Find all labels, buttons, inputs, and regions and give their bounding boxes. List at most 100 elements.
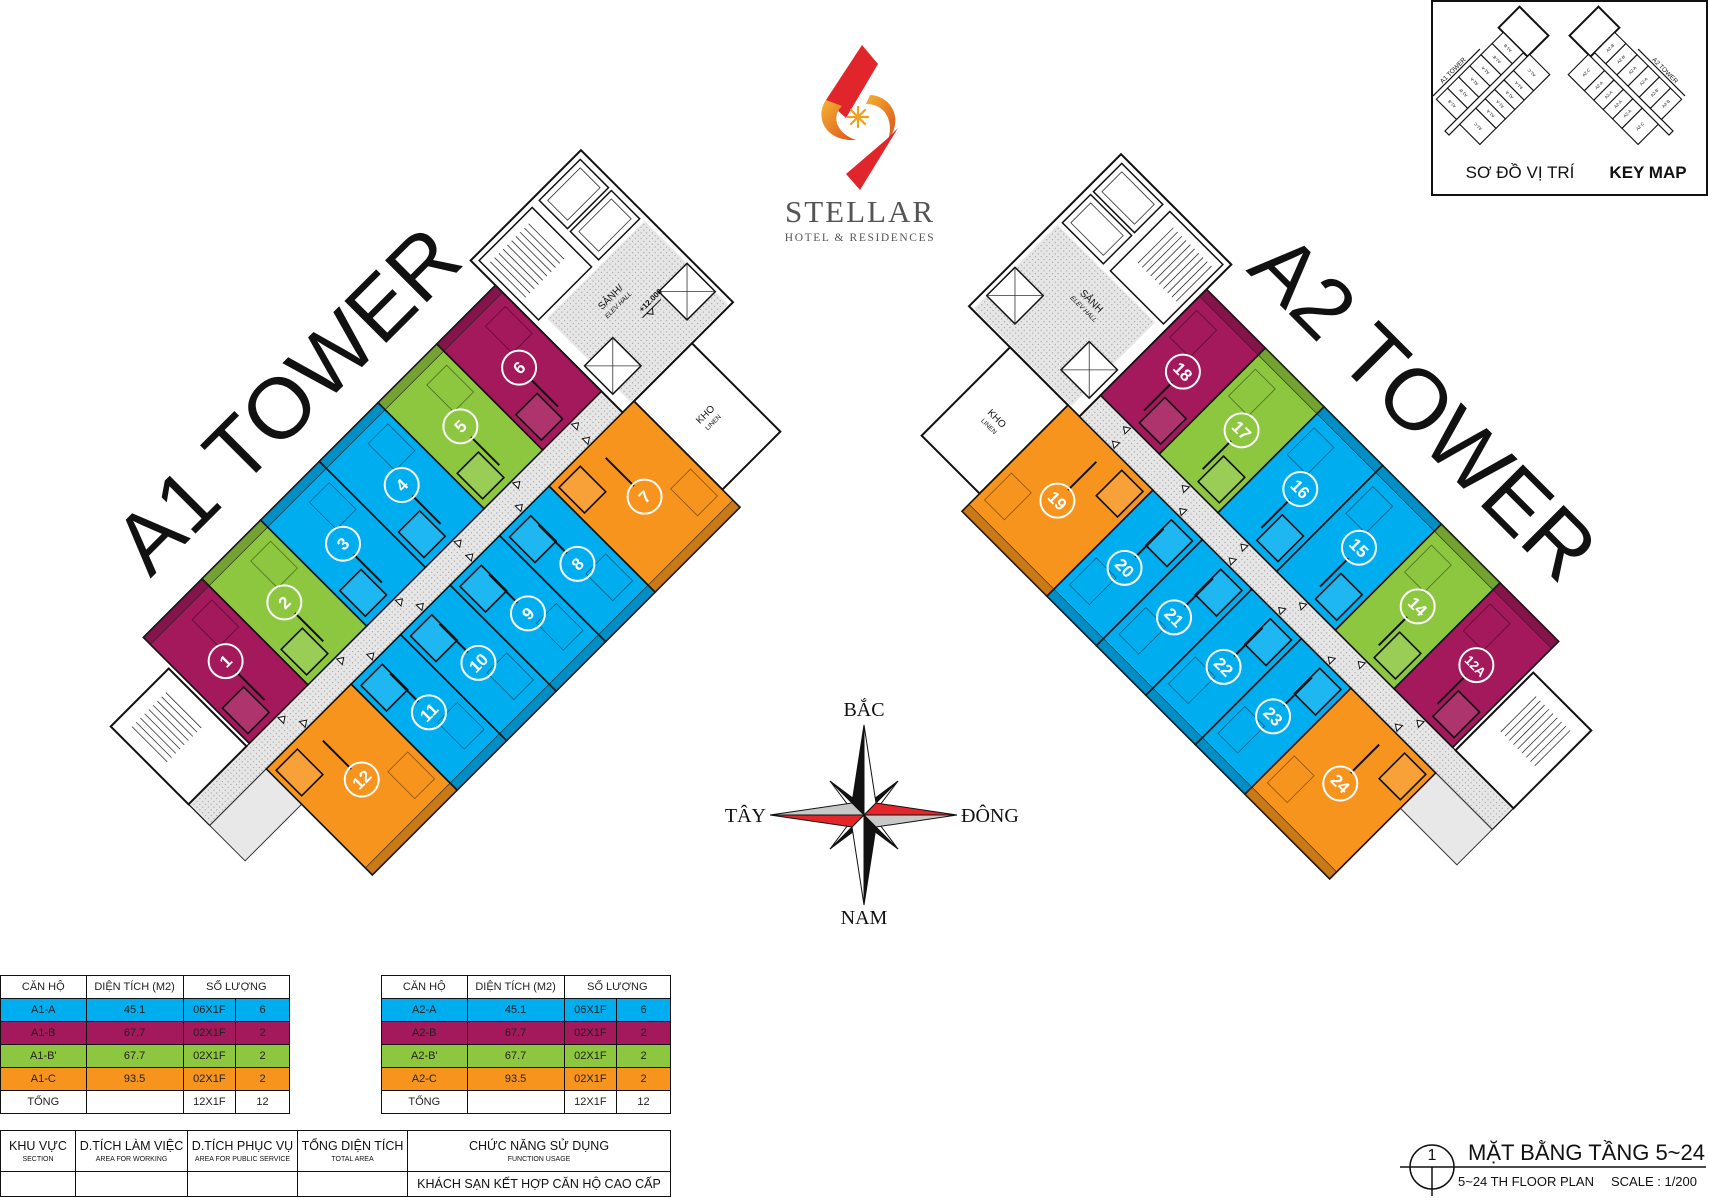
balcony (962, 504, 1054, 596)
bathroom (1433, 691, 1480, 738)
key-map-unit-label: A1-A (1485, 108, 1495, 118)
unit-count: 6 (616, 998, 671, 1022)
key-map-unit-label: A1-A (1514, 80, 1524, 90)
apartment-unit[interactable]: 24 (1245, 688, 1436, 879)
total-area (466, 1090, 565, 1114)
apartment-unit[interactable]: 10 (401, 585, 557, 741)
stair-tread (1142, 232, 1177, 267)
unit-area: 67.7 (85, 1044, 184, 1068)
apartment-unit[interactable]: 8 (500, 486, 656, 642)
apartment-unit[interactable]: 16 (1218, 407, 1383, 572)
unit-count: 2 (235, 1021, 290, 1045)
balcony (648, 500, 740, 592)
apartment-unit[interactable]: 19 (962, 405, 1153, 596)
shaft-cross (658, 263, 716, 320)
door-marker-icon (570, 422, 580, 431)
logo-arc-right (866, 95, 896, 140)
door-marker-icon (1179, 507, 1188, 517)
key-map-unit-type: A1-C (1473, 121, 1483, 131)
bed (1229, 369, 1276, 416)
apartment-unit[interactable]: 9 (450, 536, 606, 692)
logo-tagline: HOTEL & RESIDENCES (785, 232, 935, 244)
key-map-unit-label: A2-A (1594, 80, 1604, 90)
bed (586, 554, 633, 601)
core-stair (1110, 211, 1222, 323)
key-map-unit-type: A1-A (1480, 65, 1490, 75)
key-map-unit: A1-B (1492, 32, 1523, 63)
apartment-unit[interactable]: 23 (1195, 639, 1351, 795)
key-map-unit-type: A2-A (1613, 99, 1623, 109)
door-marker-icon (1240, 543, 1249, 553)
bathroom (1139, 397, 1186, 444)
key-map-unit-type: A1-C (1526, 68, 1536, 78)
apartment-unit[interactable]: 4 (319, 403, 484, 568)
apartment-unit[interactable]: 3 (261, 461, 426, 626)
partition-wall (323, 741, 351, 769)
key-map-title-en: KEY MAP (1609, 163, 1686, 182)
apartment-unit[interactable]: 7 (549, 401, 740, 592)
key-map-unit-label: A1-C (1526, 68, 1536, 78)
elevator-shaft (539, 159, 608, 228)
unit-number-circle (410, 694, 447, 731)
summary-working-area-value (75, 1171, 188, 1197)
stair-tread (503, 249, 538, 284)
logo-ribbon-upper (826, 45, 878, 118)
elevator-car (579, 199, 631, 251)
compass-east-label: ĐÔNG (961, 803, 1019, 827)
drawing-number: 1 (1428, 1147, 1437, 1164)
unit-type: A1-B' (0, 1044, 87, 1068)
stair-tread (1518, 714, 1553, 749)
bed (1119, 607, 1166, 654)
drawing-title: MẶT BẰNG TẦNG 5~24 (1468, 1140, 1705, 1165)
bathroom (460, 565, 507, 612)
stair-core (111, 669, 247, 805)
door-marker-icon (1181, 484, 1191, 494)
apartment-unit[interactable]: 12 (266, 684, 457, 875)
total-count: 12 (616, 1090, 671, 1114)
bed (1218, 706, 1265, 753)
unit-number-circle (1156, 599, 1193, 636)
partition-wall (1284, 677, 1312, 705)
apartment-unit[interactable]: 5 (378, 344, 543, 509)
door-marker-icon (1416, 719, 1426, 729)
key-map-unit-type: A1-A (1469, 76, 1479, 86)
bed (368, 424, 415, 471)
key-map-unit-type: A1-B (1502, 43, 1512, 53)
partition-wall (440, 624, 468, 652)
bathroom (516, 393, 563, 440)
stair-tread (1501, 697, 1536, 732)
summary-section-value (0, 1171, 76, 1197)
header-unit: CĂN HỘ (381, 975, 468, 999)
elevator-shaft (570, 191, 639, 260)
units-per-floor: 02X1F (563, 1067, 618, 1091)
apartment-unit[interactable]: 20 (1047, 490, 1203, 646)
door-marker-icon (415, 602, 424, 612)
partition-wall (1351, 745, 1379, 773)
unit-area: 45.1 (85, 998, 184, 1022)
bathroom (510, 516, 557, 563)
stair-tread (490, 262, 525, 297)
partition-wall (1068, 462, 1096, 490)
door-marker-icon (1298, 602, 1308, 611)
partition-wall (1320, 558, 1348, 586)
apartment-unit[interactable]: 18 (1101, 289, 1266, 454)
key-map-unit-label: A1-A (1504, 90, 1514, 100)
partition-wall (295, 613, 323, 641)
stair-tread (524, 228, 559, 263)
apartment-unit[interactable]: 21 (1096, 540, 1252, 696)
compass-west-label: TÂY (725, 804, 766, 827)
apartment-unit[interactable]: 2 (202, 520, 367, 685)
bed (192, 600, 239, 647)
apartment-unit[interactable]: 6 (437, 285, 602, 450)
units-per-floor: 02X1F (182, 1044, 237, 1068)
apartment-unit[interactable]: 14 (1335, 524, 1500, 689)
unit-type: A1-A (0, 998, 87, 1022)
apartment-unit[interactable]: 22 (1146, 589, 1302, 745)
compass-north-arm (851, 724, 865, 817)
stair-tread (136, 722, 171, 757)
total-count: 12 (235, 1090, 290, 1114)
apartment-unit[interactable]: 1 (143, 579, 308, 744)
